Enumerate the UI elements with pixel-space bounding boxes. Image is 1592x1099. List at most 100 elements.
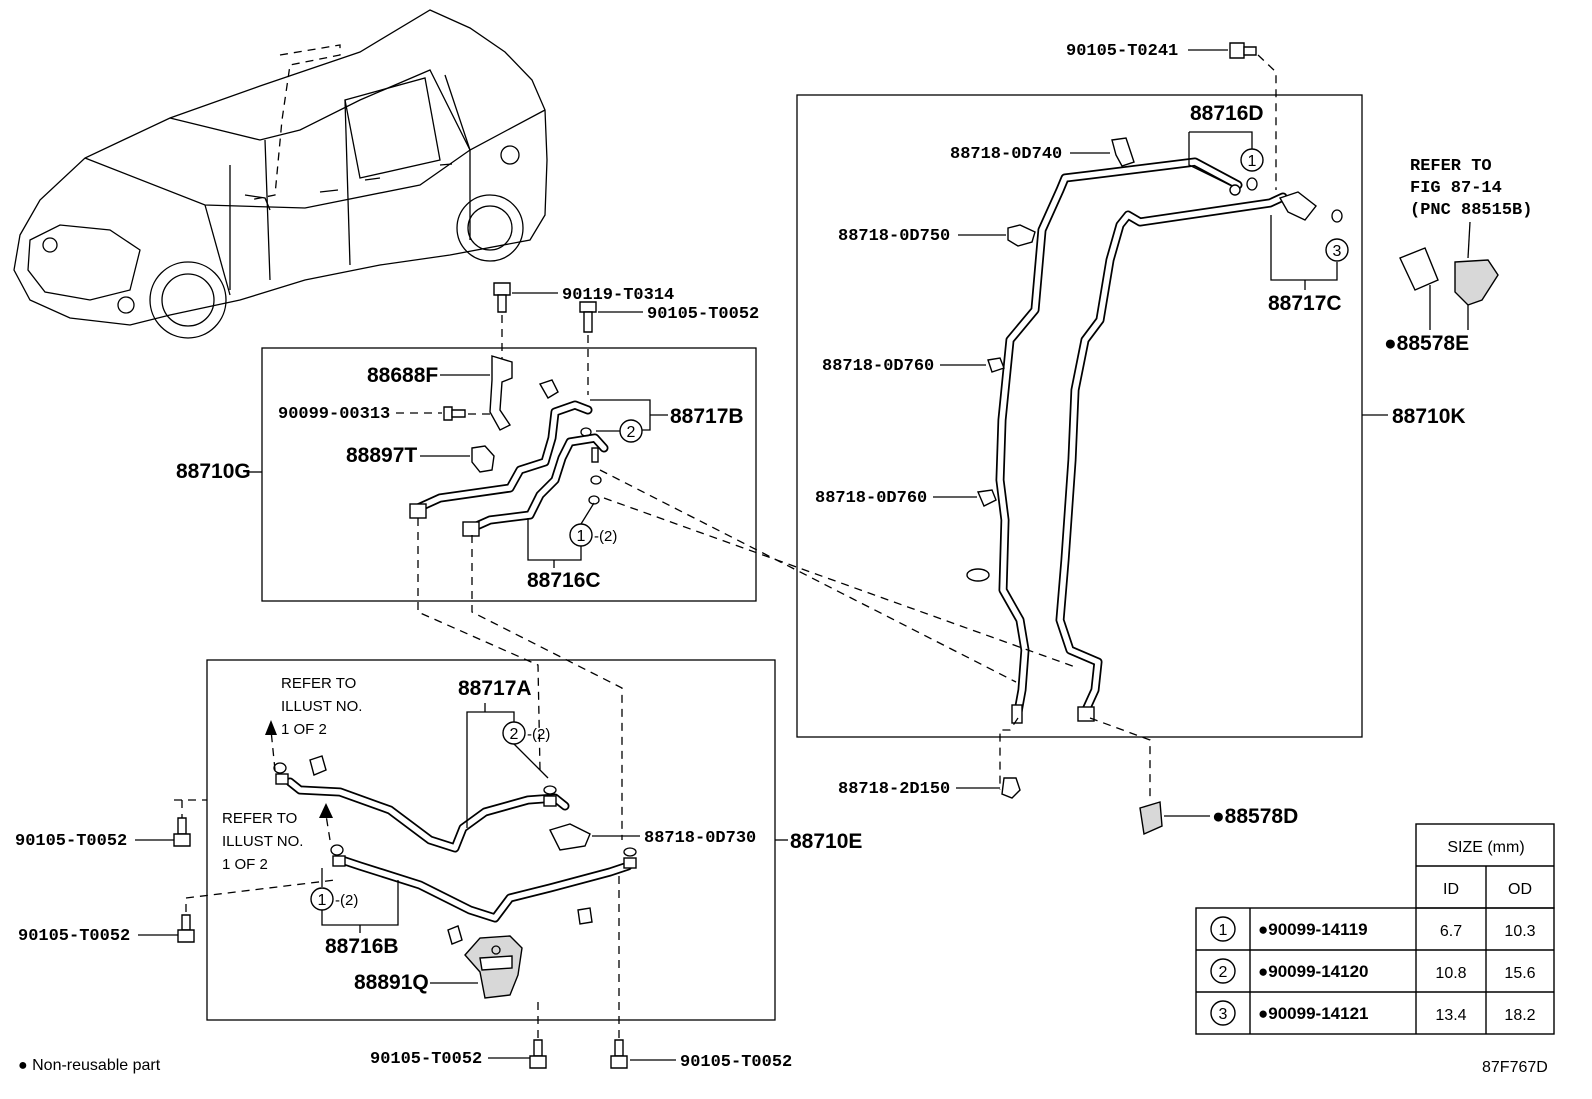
marker-3	[1325, 238, 1349, 262]
svg-text:FIG 87-14: FIG 87-14	[1410, 179, 1502, 198]
label-88891Q: 88891Q	[354, 971, 429, 994]
svg-text:10.3: 10.3	[1504, 923, 1535, 940]
bolt-90099-00313: 90099-00313	[278, 405, 496, 424]
label-88897T: 88897T	[346, 444, 417, 467]
label-88717C: 88717C	[1268, 292, 1342, 315]
vehicle-illustration	[13, 9, 548, 339]
svg-text:1: 1	[577, 528, 586, 545]
label-88578E: ●88578E	[1384, 332, 1469, 355]
bolt-90105-T0052-left1: 90105-T0052	[15, 799, 207, 851]
figure-code: 87F767D	[1482, 1059, 1548, 1076]
callout-88717C: 3 88717C	[1268, 209, 1349, 315]
callout-88716B: 1 -(2) 88716B	[310, 868, 399, 958]
table-row: 2 ●90099-14120 10.8 15.6	[1210, 958, 1536, 984]
callout-88716C: 1 -(2) 88716C	[527, 502, 617, 592]
svg-text:13.4: 13.4	[1435, 1007, 1466, 1024]
label-90105-T0052-left1: 90105-T0052	[15, 832, 127, 851]
label-88716B: 88716B	[325, 935, 399, 958]
grommet	[966, 568, 990, 582]
refer-illust-a: REFER TO ILLUST NO. 1 OF 2	[265, 675, 362, 771]
svg-text:●90099-14120: ●90099-14120	[1258, 962, 1368, 981]
label-90099-00313: 90099-00313	[278, 405, 390, 424]
bracket-88688F: 88688F	[367, 355, 513, 431]
part-88578D: ●88578D	[1139, 801, 1298, 836]
bolt-90105-T0052-bot2: 90105-T0052	[610, 870, 792, 1072]
clip-88718-0D730: 88718-0D730	[549, 823, 756, 851]
clip-88718-0D760-b: 88718-0D760	[815, 489, 997, 508]
callout-88717B: 2 88717B	[590, 399, 744, 443]
col-od: OD	[1508, 881, 1532, 898]
label-90119-T0314: 90119-T0314	[562, 286, 674, 305]
label-88718-0D730: 88718-0D730	[644, 829, 756, 848]
pipe-88710G	[409, 400, 609, 537]
clip-88718-0D740: 88718-0D740	[950, 137, 1135, 167]
svg-text:1: 1	[318, 892, 327, 909]
svg-text:2: 2	[1219, 964, 1228, 981]
marker-1	[1240, 148, 1264, 172]
label-88716C: 88716C	[527, 569, 601, 592]
label-90105-T0052-left2: 90105-T0052	[18, 927, 130, 946]
clip-88897T: 88897T	[346, 444, 495, 473]
label-88718-0D750: 88718-0D750	[838, 227, 950, 246]
svg-text:1 OF 2: 1 OF 2	[222, 856, 268, 873]
col-id: ID	[1443, 881, 1459, 898]
svg-text:●90099-14119: ●90099-14119	[1258, 920, 1368, 939]
svg-text:-(2): -(2)	[335, 892, 358, 909]
assembly-box-88710K	[796, 94, 1363, 738]
assembly-box-88710G	[261, 347, 757, 602]
pipe-88710K	[995, 157, 1317, 724]
label-90105-T0241: 90105-T0241	[1066, 42, 1178, 61]
svg-text:(PNC 88515B): (PNC 88515B)	[1410, 201, 1532, 220]
label-88718-2D150: 88718-2D150	[838, 780, 950, 799]
svg-text:REFER TO: REFER TO	[281, 675, 356, 692]
svg-text:3: 3	[1219, 1006, 1228, 1023]
clip-88718-0D760-a: 88718-0D760	[822, 357, 1005, 376]
bolt-90105-T0052-bot1: 90105-T0052	[370, 1000, 547, 1069]
label-90105-T0052-bot1: 90105-T0052	[370, 1050, 482, 1069]
label-88710G: 88710G	[176, 460, 251, 483]
callout-88717A: 88717A 2 -(2)	[458, 677, 550, 828]
clip-88718-2D150: 88718-2D150	[838, 777, 1021, 799]
svg-text:1 OF 2: 1 OF 2	[281, 721, 327, 738]
svg-text:REFER TO: REFER TO	[222, 810, 297, 827]
size-header: SIZE (mm)	[1447, 839, 1524, 856]
bolt-90119-T0314: 90119-T0314	[493, 282, 674, 362]
bracket-88891Q: 88891Q	[354, 935, 523, 999]
label-88710E: 88710E	[790, 830, 862, 853]
svg-text:6.7: 6.7	[1440, 923, 1462, 940]
table-row: 3 ●90099-14121 13.4 18.2	[1210, 1000, 1536, 1026]
svg-text:-(2): -(2)	[527, 726, 550, 743]
refer-fig-87-14: REFER TO FIG 87-14 (PNC 88515B) ●88578E	[1384, 157, 1532, 355]
clip-small	[538, 379, 559, 399]
label-88688F: 88688F	[367, 364, 438, 387]
label-88717A: 88717A	[458, 677, 532, 700]
svg-text:15.6: 15.6	[1504, 965, 1535, 982]
label-88578D: ●88578D	[1212, 805, 1298, 828]
label-90105-T0052-mid: 90105-T0052	[647, 305, 759, 324]
callout-88716D: 88716D 1	[1188, 102, 1264, 191]
svg-text:ILLUST NO.: ILLUST NO.	[222, 833, 303, 850]
legend-non-reusable: ● Non-reusable part	[18, 1057, 161, 1074]
svg-text:18.2: 18.2	[1504, 1007, 1535, 1024]
svg-text:ILLUST NO.: ILLUST NO.	[281, 698, 362, 715]
bolt-90105-T0052-left2: 90105-T0052	[18, 879, 336, 946]
table-row: 1 ●90099-14119 6.7 10.3	[1210, 916, 1536, 942]
svg-text:2: 2	[627, 424, 636, 441]
svg-text:●90099-14121: ●90099-14121	[1258, 1004, 1368, 1023]
label-88716D: 88716D	[1190, 102, 1264, 125]
clip-88718-0D750: 88718-0D750	[838, 224, 1036, 247]
svg-text:1: 1	[1219, 922, 1228, 939]
label-90105-T0052-bot2: 90105-T0052	[680, 1053, 792, 1072]
svg-text:10.8: 10.8	[1435, 965, 1466, 982]
svg-text:3: 3	[1333, 243, 1342, 260]
label-88718-0D760-a: 88718-0D760	[822, 357, 934, 376]
size-table: SIZE (mm) ID OD 1 ●90099-14119 6.7 10.3 …	[1195, 823, 1555, 1035]
bolt-90105-T0052-mid: 90105-T0052	[579, 301, 759, 395]
label-88718-0D760-b: 88718-0D760	[815, 489, 927, 508]
bolt-90105-T0241: 90105-T0241	[1066, 42, 1277, 190]
svg-text:2: 2	[510, 726, 519, 743]
label-88718-0D740: 88718-0D740	[950, 145, 1062, 164]
refer-illust-b: REFER TO ILLUST NO. 1 OF 2	[222, 803, 333, 873]
label-88717B: 88717B	[670, 405, 744, 428]
